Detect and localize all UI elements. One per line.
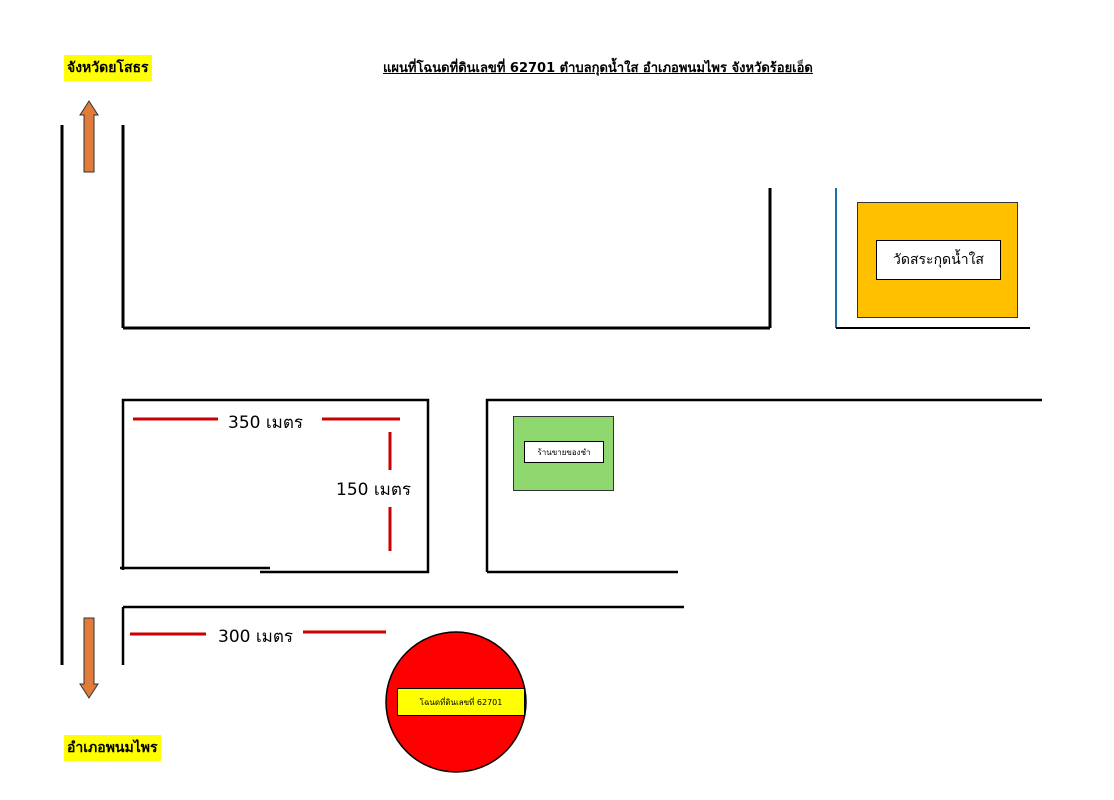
- shop-label: ร้านขายของชำ: [524, 441, 604, 463]
- north-arrow-icon: [79, 100, 99, 173]
- distance-label-top: 350 เมตร: [228, 409, 304, 436]
- distance-label-bottom: 300 เมตร: [218, 623, 294, 650]
- south-arrow-icon: [79, 617, 99, 699]
- shop-block-edge: [485, 398, 1042, 572]
- measured-block: [121, 398, 430, 574]
- shop-landmark: ร้านขายของชำ: [513, 416, 614, 491]
- north-destination-label: จังหวัดยโสธร: [64, 55, 152, 81]
- temple-label: วัดสระกุดน้ำใส: [876, 240, 1001, 280]
- south-destination-label: อำเภอพนมไพร: [64, 735, 161, 761]
- temple-landmark: วัดสระกุดน้ำใส: [857, 202, 1018, 318]
- map-title: แผนที่โฉนดที่ดินเลขที่ 62701 ตำบลกุดน้ำใ…: [383, 61, 813, 76]
- land-plot-label: โฉนดที่ดินเลขที่ 62701: [397, 688, 525, 716]
- distance-label-side: 150 เมตร: [336, 476, 412, 503]
